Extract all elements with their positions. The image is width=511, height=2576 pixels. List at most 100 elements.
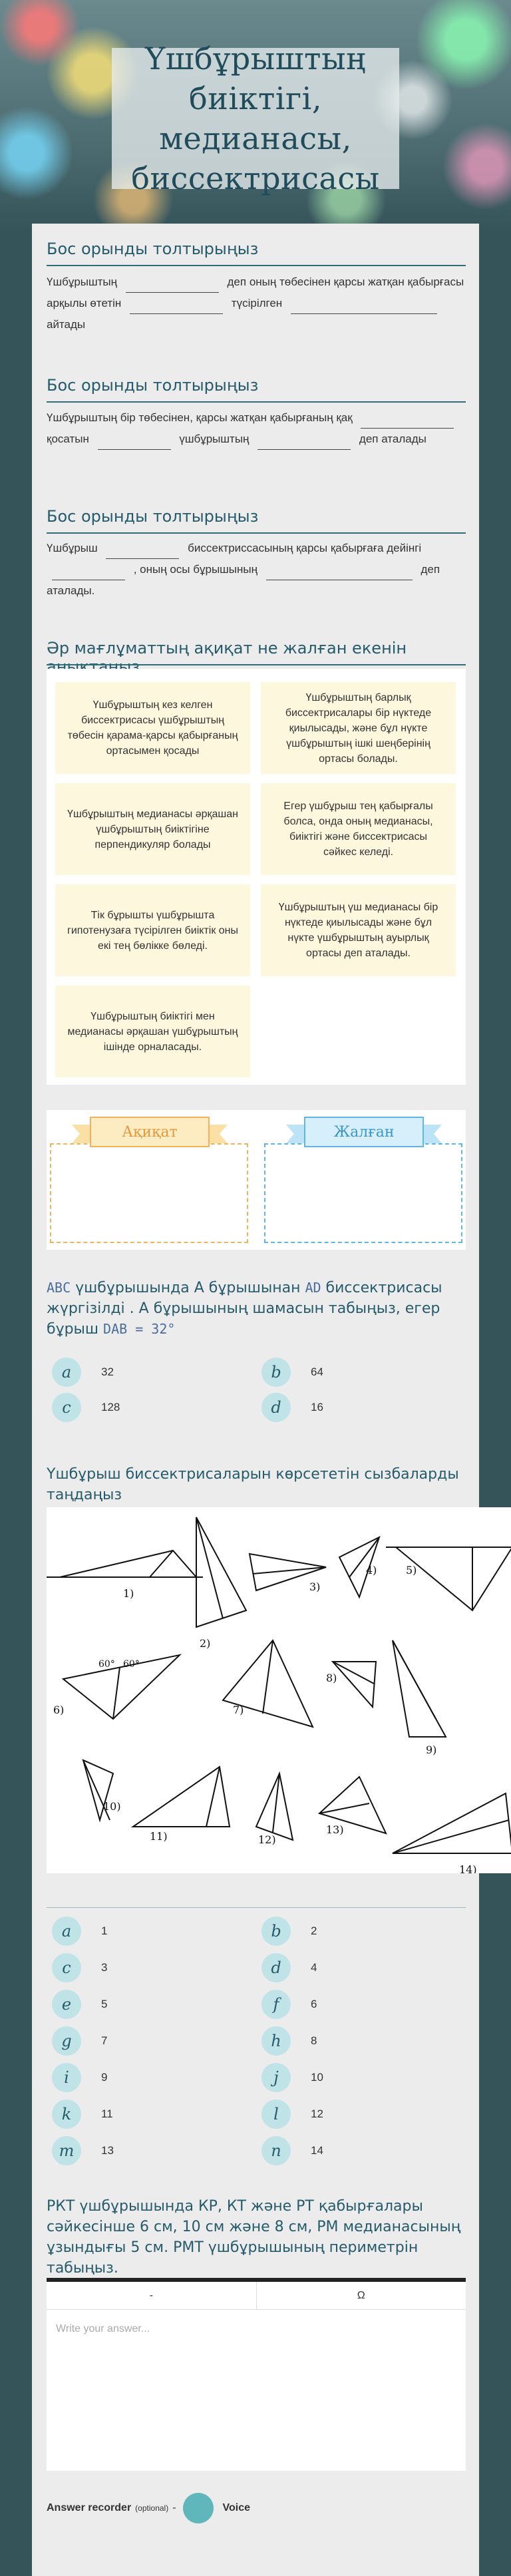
q5-text-b: үшбұрышында А бұрышынан — [71, 1280, 305, 1296]
q3-text-2: биссектриссасының қарсы қабырғаға дейінг… — [188, 542, 422, 554]
option-value: 128 — [101, 1401, 120, 1413]
option-value: 6 — [311, 1998, 317, 2010]
q3-rule — [47, 532, 466, 534]
recorder-optional: (optional) — [135, 2503, 169, 2513]
option-value: 2 — [311, 1925, 317, 1937]
answer-recorder: Answer recorder (optional) - Voice — [47, 2492, 250, 2524]
false-label: Жалған — [304, 1117, 424, 1147]
triangle-figures: 1) 2) 3) 4) 5) 6) 7) 8) 9) 10) 11) 12) 1… — [47, 1507, 511, 1876]
title-line-3: биссектрисасы — [131, 160, 380, 196]
option-value: 5 — [101, 1998, 108, 2010]
statement-card[interactable]: Үшбұрыштың кез келген биссектрисасы үшбұ… — [55, 682, 250, 774]
option-value: 16 — [311, 1401, 323, 1413]
true-label: Ақиқат — [90, 1117, 210, 1147]
option-letter: f — [261, 1990, 291, 2019]
q2-blank-2[interactable] — [97, 437, 171, 450]
q3-heading: Бос орынды толтырыңыз — [47, 507, 259, 526]
q1-rule — [47, 265, 466, 266]
option-letter: d — [261, 1953, 291, 1982]
q4-rule — [47, 664, 466, 665]
option-letter: a — [52, 1358, 81, 1387]
answer-input[interactable]: Write your answer... — [56, 2323, 150, 2334]
q5-text-c: AD — [305, 1280, 321, 1296]
figure-label: 2) — [200, 1637, 210, 1650]
q3-text-4: деп — [421, 563, 440, 576]
title-box: Үшбұрыштың биіктігі, медианасы, биссектр… — [112, 41, 399, 196]
figure-label: 3) — [309, 1580, 320, 1593]
q2-text-4: деп аталады — [359, 433, 426, 445]
drop-area: Ақиқат Жалған — [47, 1110, 466, 1250]
q2-rule — [47, 401, 466, 403]
option-d[interactable]: d 16 — [261, 1393, 461, 1422]
worksheet-card — [32, 224, 479, 2576]
figure-label: 6) — [53, 1704, 64, 1716]
voice-label: Voice — [222, 2502, 251, 2513]
option-l[interactable]: l 12 — [261, 2100, 461, 2129]
true-drop-zone[interactable] — [50, 1143, 248, 1243]
q3-blank-3[interactable] — [265, 567, 413, 580]
option-c[interactable]: c 128 — [52, 1393, 252, 1422]
triangle-figures-svg: 1) 2) 3) 4) 5) 6) 7) 8) 9) 10) 11) 12) 1… — [47, 1517, 511, 1876]
q3-blank-2[interactable] — [52, 567, 125, 580]
recorder-label: Answer recorder — [47, 2502, 132, 2513]
statement-card[interactable]: Үшбұрыштың биіктігі мен медианасы әрқаша… — [55, 986, 250, 1077]
option-value: 8 — [311, 2034, 317, 2047]
option-value: 12 — [311, 2108, 323, 2120]
angle-label: 60° — [123, 1659, 140, 1670]
option-letter: e — [52, 1990, 81, 2019]
option-letter: c — [52, 1393, 81, 1422]
option-letter: l — [261, 2100, 291, 2129]
figure-label: 5) — [406, 1564, 417, 1576]
q5-text-d: биссектрисасы жүргізілді . А бұрышының ш… — [47, 1280, 442, 1338]
statement-card[interactable]: Тік бұрышты үшбұрышта гипотенузаға түсір… — [55, 884, 250, 976]
statement-card[interactable]: Үшбұрыштың барлық биссектрисалары бір нү… — [261, 682, 456, 774]
figure-label: 11) — [150, 1830, 168, 1843]
figure-label: 13) — [326, 1823, 344, 1836]
option-letter: d — [261, 1393, 291, 1422]
option-letter: a — [52, 1917, 81, 1946]
q5-text: ABC үшбұрышында А бұрышынан AD биссектри… — [47, 1278, 466, 1340]
option-value: 4 — [311, 1961, 317, 1974]
figure-label: 7) — [233, 1704, 244, 1716]
q3-blank-1[interactable] — [106, 546, 180, 559]
statement-card[interactable]: Үшбұрыштың медианасы әрқашан үшбұрыштың … — [55, 783, 250, 875]
option-letter: k — [52, 2100, 81, 2129]
q1-blank-2[interactable] — [130, 301, 224, 314]
option-value: 1 — [101, 1925, 108, 1937]
title-line-1: Үшбұрыштың — [144, 41, 367, 77]
q1-text: Үшбұрыштың деп оның төбесінен қарсы жатқ… — [47, 272, 466, 335]
false-drop-zone[interactable] — [264, 1143, 462, 1243]
q1-blank-3[interactable] — [290, 301, 437, 314]
option-j[interactable]: j 10 — [261, 2063, 461, 2092]
figure-label: 4) — [366, 1564, 377, 1576]
toolbar-minus-button[interactable]: - — [47, 2282, 257, 2309]
option-letter: i — [52, 2063, 81, 2092]
statement-card[interactable]: Үшбұрыштың үш медианасы бір нүктеде қиыл… — [261, 884, 456, 976]
q2-blank-3[interactable] — [257, 437, 351, 450]
record-button[interactable] — [182, 2493, 214, 2523]
statement-card[interactable]: Егер үшбұрыш тең қабырғалы болса, онда о… — [261, 783, 456, 875]
q5-text-e: DAB = 32° — [103, 1321, 176, 1337]
option-value: 9 — [101, 2071, 108, 2084]
option-value: 10 — [311, 2071, 323, 2084]
option-letter: h — [261, 2026, 291, 2056]
toolbar-omega-button[interactable]: Ω — [357, 2289, 365, 2301]
q2-blank-1[interactable] — [361, 415, 454, 429]
q1-blank-1[interactable] — [125, 279, 219, 293]
figure-label: 1) — [123, 1587, 134, 1600]
option-letter: j — [261, 2063, 291, 2092]
